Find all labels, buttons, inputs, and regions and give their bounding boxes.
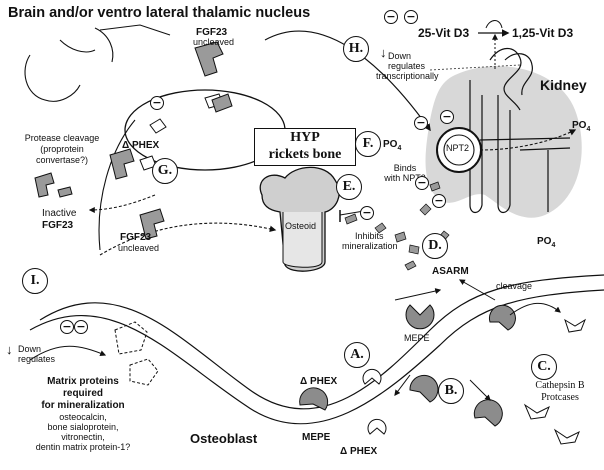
minus-sign: − xyxy=(404,10,418,24)
step-b: B. xyxy=(438,378,464,404)
matrix-label-1: Matrix proteins xyxy=(47,376,119,387)
po4-kidney-label: PO4 xyxy=(537,236,556,249)
down-h-1: Down xyxy=(388,51,412,61)
po4-excretion-arrow xyxy=(479,129,577,151)
minus-sign: − xyxy=(74,320,88,334)
vitd-125-label: 1,25-Vit D3 xyxy=(512,26,574,40)
mepe-bottom-label: MEPE xyxy=(302,432,331,443)
mepe-proteins xyxy=(299,304,516,427)
osteoblast-membrane xyxy=(39,274,604,410)
binds-label-2: with NPT2 xyxy=(384,173,426,183)
osteoid-label: Osteoid xyxy=(285,221,317,231)
minus-sign: − xyxy=(440,110,454,124)
dphex-bottom-label: Δ PHEX xyxy=(340,446,378,457)
brain-illustration xyxy=(24,24,171,102)
cleavage-label: cleavage xyxy=(496,281,533,291)
matrix-label-3: for mineralization xyxy=(41,400,125,411)
minus-sign: − xyxy=(384,10,398,24)
diagram-title: Brain and/or ventro lateral thalamic nuc… xyxy=(8,5,311,21)
cleavage-arrow xyxy=(458,279,496,301)
protease-label-1: Protease cleavage xyxy=(24,133,100,143)
minus-sign: − xyxy=(360,206,374,220)
matrix-list-3: vitronectin, xyxy=(61,432,105,442)
fgf23-mid-label: FGF23 xyxy=(120,232,152,243)
uncleaved-top-label: uncleaved xyxy=(193,37,235,47)
dphex-g-label: Δ PHEX xyxy=(122,140,160,151)
down-regulation-arrow xyxy=(29,345,107,361)
down-i-arrow-icon: ↓ xyxy=(6,342,13,357)
minus-sign: − xyxy=(414,116,428,130)
fgf23-proteins xyxy=(34,41,233,240)
transcription-marker xyxy=(114,321,159,386)
vitd-loop xyxy=(485,20,503,29)
step-h: H. xyxy=(343,36,369,62)
inactivation-arrow xyxy=(88,194,156,213)
down-arrow-icon: ↓ xyxy=(380,45,387,60)
vitd-25-label: 25-Vit D3 xyxy=(418,26,470,40)
kidney-illustration xyxy=(425,47,582,218)
inactive-label: Inactive xyxy=(42,208,77,219)
binds-label-1: Binds xyxy=(393,163,417,173)
asarm-label: ASARM xyxy=(432,266,469,277)
npt2-label: NPT2 xyxy=(446,143,470,153)
mepe-top-label: MEPE xyxy=(404,333,430,343)
matrix-label-2: required xyxy=(62,388,103,399)
down-h-3: transcriptionally xyxy=(376,71,439,81)
inhibits-label-1: Inhibits xyxy=(355,231,384,241)
step-a: A. xyxy=(344,342,370,368)
minus-sign: − xyxy=(415,176,429,190)
down-i-1: Down xyxy=(18,344,42,354)
matrix-list-4: dentin matrix protein-1? xyxy=(35,442,131,452)
step-f: F. xyxy=(355,131,381,157)
osteoblast-to-bone-arrow xyxy=(99,222,277,256)
cathepsin-label-2: Protcases xyxy=(541,392,579,403)
protease-label-2: (proprotein xyxy=(40,144,84,154)
hyp-label: HYP xyxy=(290,130,320,145)
bone-illustration xyxy=(259,166,340,272)
cathepsin-fragments xyxy=(523,318,587,445)
step-d: D. xyxy=(422,233,448,259)
brain-to-bone-path xyxy=(98,119,136,251)
step-g: G. xyxy=(152,158,178,184)
inactive-fgf23-label: FGF23 xyxy=(42,220,74,231)
minus-sign: − xyxy=(432,194,446,208)
step-i: I. xyxy=(22,268,48,294)
po4-right-label: PO4 xyxy=(572,120,591,133)
matrix-list-2: bone sialoprotein, xyxy=(47,422,119,432)
step-e: E. xyxy=(336,174,362,200)
osteoblast-label: Osteoblast xyxy=(190,431,258,446)
kidney-label: Kidney xyxy=(540,77,587,93)
cathepsin-label-1: Cathepsin B xyxy=(535,380,585,391)
down-h-2: regulates xyxy=(388,61,426,71)
minus-sign: − xyxy=(150,96,164,110)
uncleaved-mid-label: uncleaved xyxy=(118,243,160,253)
protease-label-3: convertase?) xyxy=(35,155,89,165)
matrix-list-1: osteocalcin, xyxy=(59,412,107,422)
down-i-2: regulates xyxy=(18,354,56,364)
step-c: C. xyxy=(531,354,557,380)
inhibits-label-2: mineralization xyxy=(342,241,398,251)
dphex-a-label: Δ PHEX xyxy=(300,376,338,387)
fgf23-top-label: FGF23 xyxy=(196,27,228,38)
minus-sign: − xyxy=(60,320,74,334)
po4-f-label: PO4 xyxy=(383,139,402,152)
rickets-bone-label: rickets bone xyxy=(268,147,342,162)
hyp-rickets-box: HYP rickets bone xyxy=(254,128,356,166)
